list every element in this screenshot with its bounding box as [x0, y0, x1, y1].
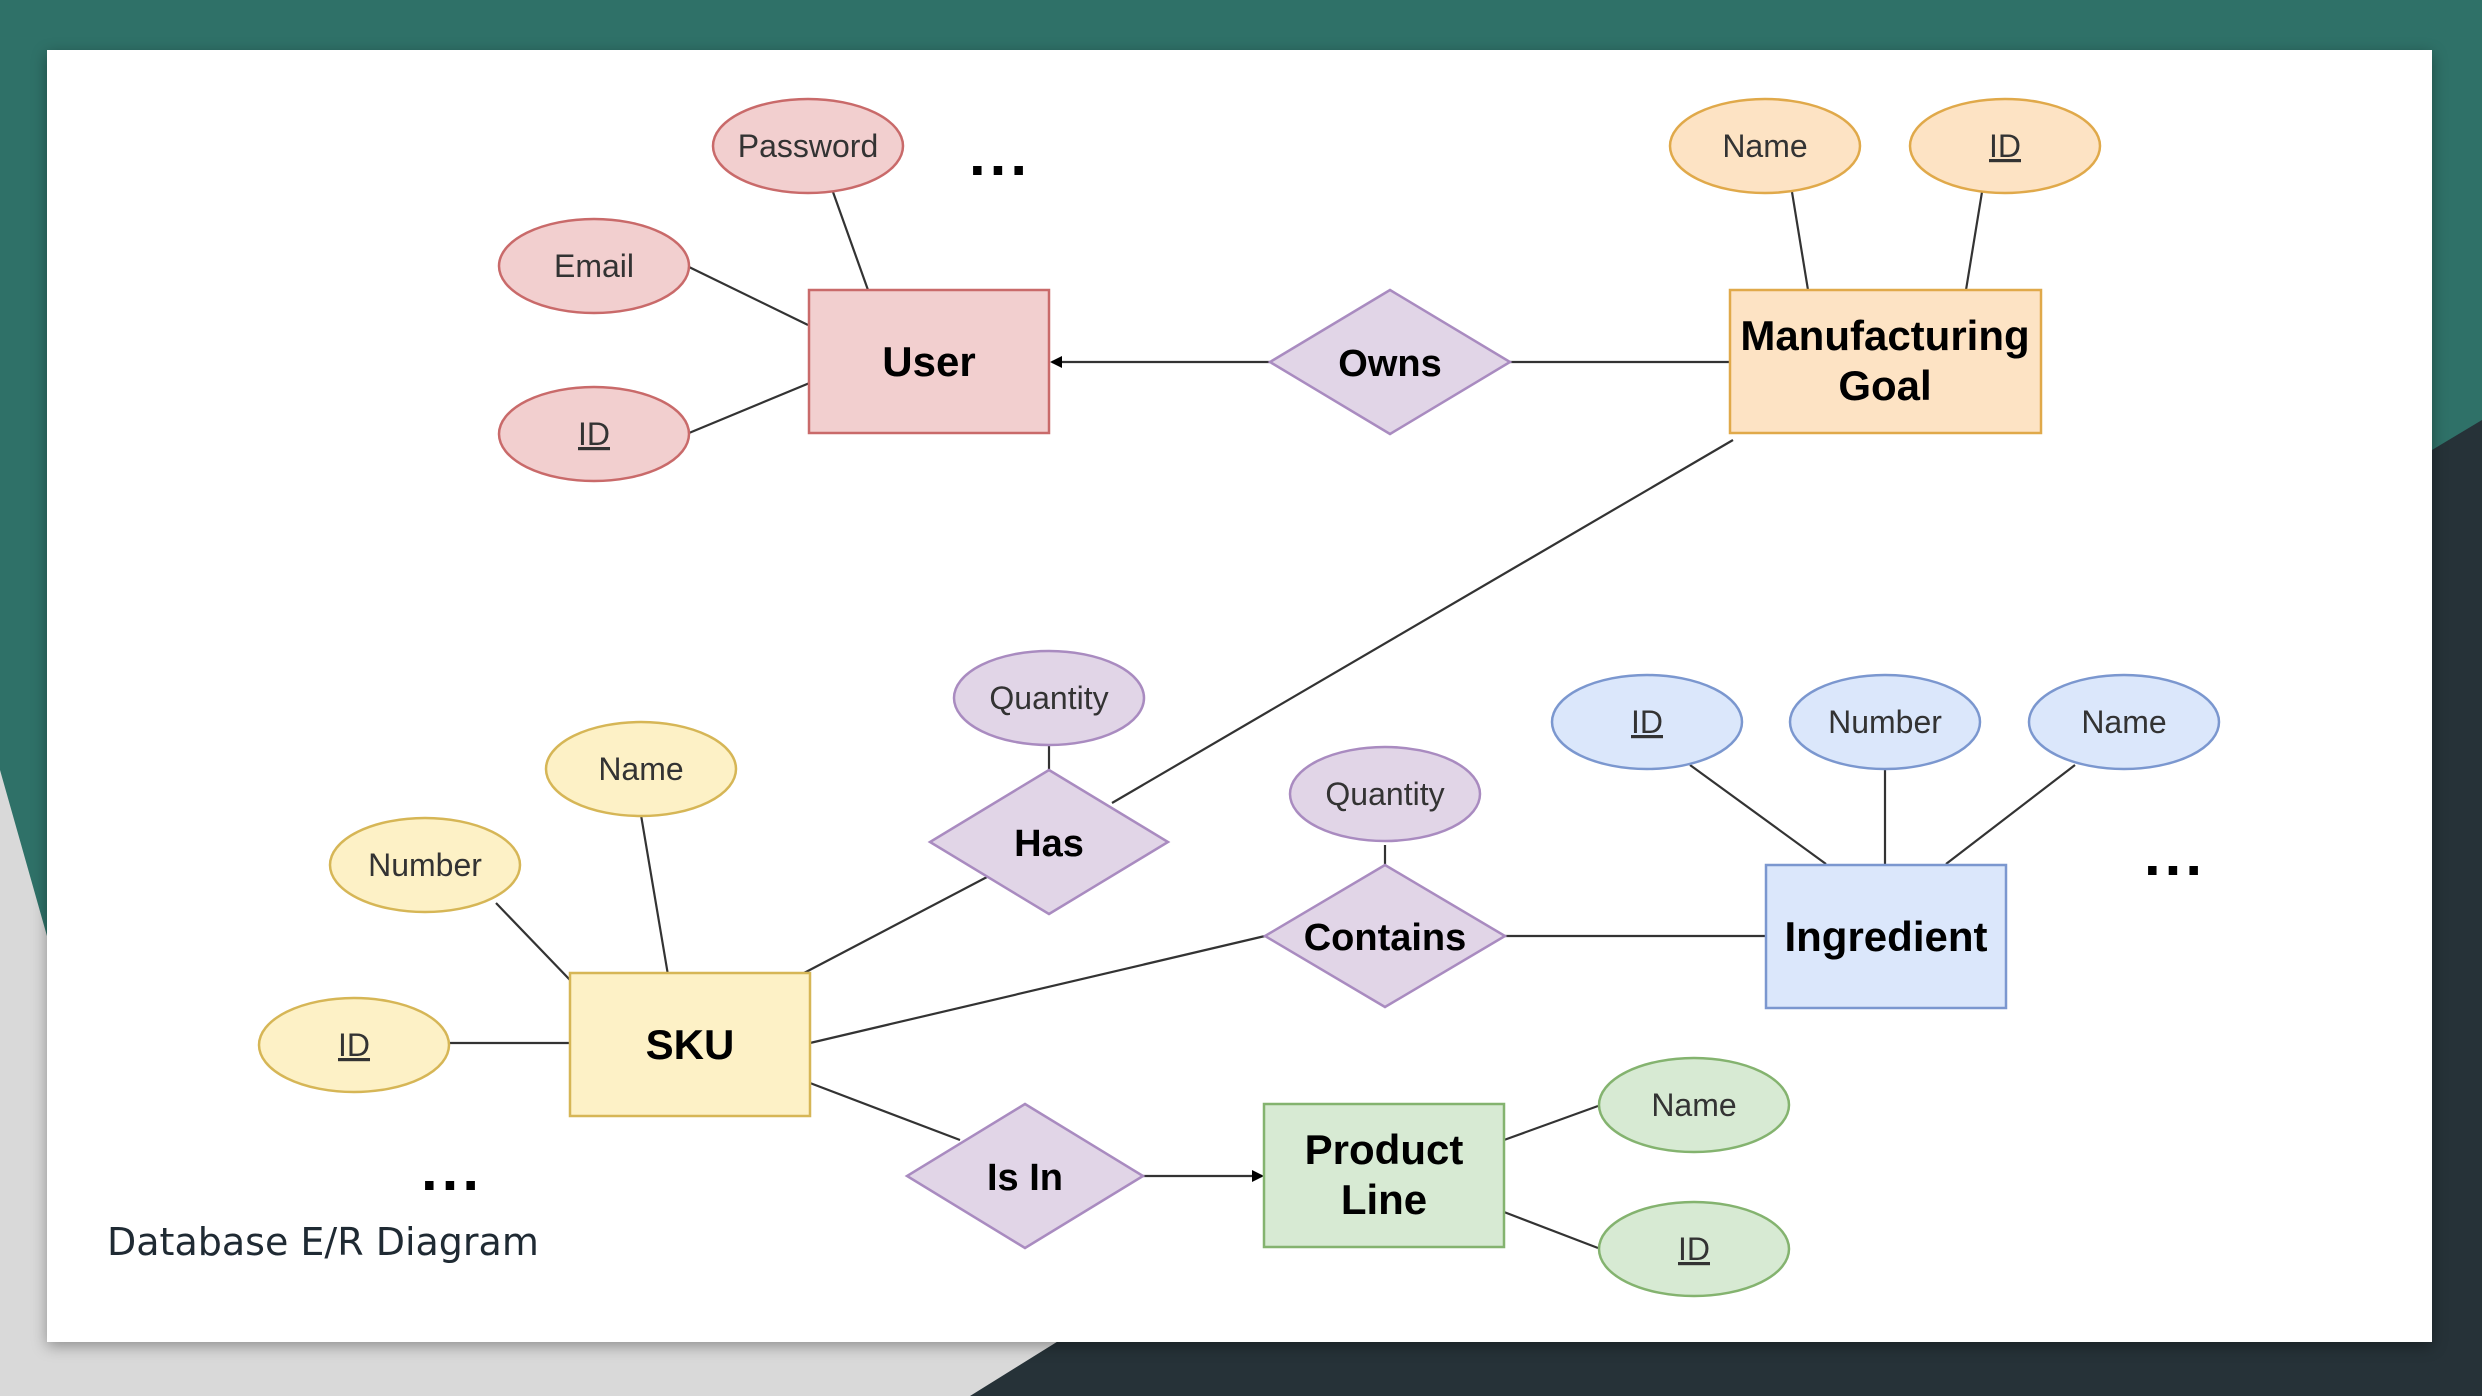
attribute-product-line-id[interactable]: ID	[1597, 1200, 1791, 1298]
svg-text:Contains: Contains	[1304, 917, 1467, 959]
svg-text:Goal: Goal	[1838, 362, 1931, 409]
svg-text:ID: ID	[338, 1027, 370, 1063]
connector-lines	[450, 191, 2076, 1250]
svg-text:Name: Name	[1651, 1087, 1736, 1123]
attribute-user-email[interactable]: Email	[497, 217, 691, 315]
relationship-is-in[interactable]: Is In	[904, 1102, 1146, 1250]
entity-product-line[interactable]: Product Line	[1262, 1102, 1506, 1249]
attribute-sku-number[interactable]: Number	[328, 816, 522, 914]
svg-text:Has: Has	[1014, 823, 1084, 865]
attribute-goal-name[interactable]: Name	[1668, 97, 1862, 195]
svg-text:Quantity: Quantity	[989, 680, 1108, 716]
svg-text:User: User	[882, 338, 975, 385]
svg-text:Name: Name	[2081, 704, 2166, 740]
relationship-owns[interactable]: Owns	[1267, 288, 1513, 436]
svg-text:Manufacturing: Manufacturing	[1740, 312, 2029, 359]
svg-text:Name: Name	[1722, 128, 1807, 164]
svg-text:Quantity: Quantity	[1325, 776, 1444, 812]
svg-text:Name: Name	[598, 751, 683, 787]
attribute-user-id[interactable]: ID	[497, 385, 691, 483]
svg-text:ID: ID	[1989, 128, 2021, 164]
svg-text:ID: ID	[1631, 704, 1663, 740]
slide-card	[47, 50, 2432, 1342]
diagram-caption: Database E/R Diagram	[107, 1220, 539, 1264]
attribute-sku-name[interactable]: Name	[544, 720, 738, 818]
user-more-attributes: ...	[969, 121, 1031, 188]
attribute-ingredient-number[interactable]: Number	[1788, 673, 1982, 771]
attribute-product-line-name[interactable]: Name	[1597, 1056, 1791, 1154]
svg-text:ID: ID	[578, 416, 610, 452]
relationship-contains[interactable]: Contains	[1262, 863, 1508, 1009]
entity-sku[interactable]: SKU	[568, 971, 812, 1118]
relationship-has[interactable]: Has	[927, 768, 1171, 916]
svg-text:Is In: Is In	[987, 1157, 1063, 1199]
svg-text:Number: Number	[1828, 704, 1942, 740]
attribute-ingredient-id[interactable]: ID	[1550, 673, 1744, 771]
svg-text:ID: ID	[1678, 1231, 1710, 1267]
attribute-has-quantity[interactable]: Quantity	[952, 649, 1146, 747]
svg-text:Number: Number	[368, 847, 482, 883]
attribute-goal-id[interactable]: ID	[1908, 97, 2102, 195]
svg-text:Product: Product	[1305, 1126, 1464, 1173]
ingredient-more-attributes: ...	[2144, 821, 2206, 888]
sku-more-attributes: ...	[421, 1136, 483, 1203]
attribute-contains-quantity[interactable]: Quantity	[1288, 745, 1482, 843]
svg-text:Ingredient: Ingredient	[1784, 913, 1987, 960]
svg-text:Password: Password	[738, 128, 879, 164]
attribute-sku-id[interactable]: ID	[257, 996, 451, 1094]
svg-text:SKU: SKU	[646, 1021, 735, 1068]
svg-text:Email: Email	[554, 248, 634, 284]
svg-text:Line: Line	[1341, 1176, 1427, 1223]
attribute-ingredient-name[interactable]: Name	[2027, 673, 2221, 771]
entity-manufacturing-goal[interactable]: Manufacturing Goal	[1728, 288, 2043, 435]
attribute-user-password[interactable]: Password	[711, 97, 905, 195]
entity-user[interactable]: User	[807, 288, 1051, 435]
svg-text:Owns: Owns	[1338, 343, 1441, 385]
entity-ingredient[interactable]: Ingredient	[1764, 863, 2008, 1010]
